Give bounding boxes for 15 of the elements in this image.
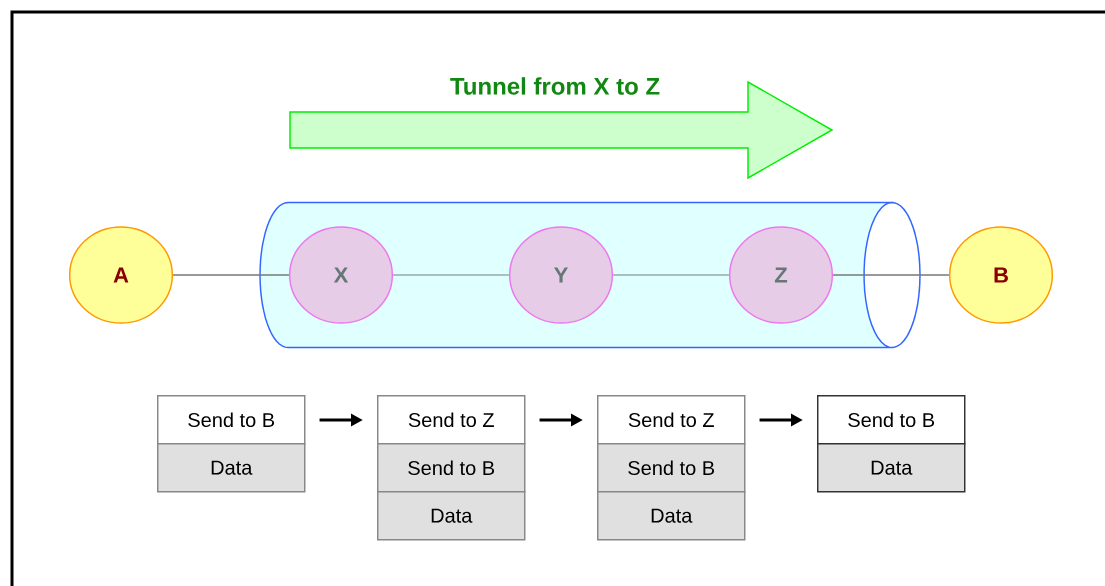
- header-cell: Send to B: [597, 443, 746, 493]
- data-cell: Data: [377, 491, 526, 541]
- data-cell: Data: [597, 491, 746, 541]
- data-cell: Data: [157, 443, 306, 493]
- annotation-text: Tunnel from X to Z: [450, 77, 660, 95]
- connector-line: [832, 274, 950, 276]
- data-cell: Data: [817, 443, 966, 493]
- header-cell: Send to B: [377, 443, 526, 493]
- header-cell: Send to Z: [597, 395, 746, 445]
- header-cell: Send to Z: [377, 395, 526, 445]
- connector-line: [392, 274, 510, 276]
- connector-line: [172, 274, 290, 276]
- header-cell: Send to B: [817, 395, 966, 445]
- header-cell: Send to B: [157, 395, 306, 445]
- connector-line: [612, 274, 730, 276]
